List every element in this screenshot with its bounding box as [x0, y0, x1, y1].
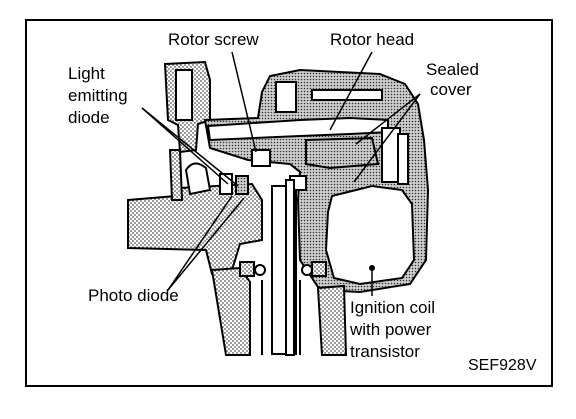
shaft: [251, 149, 307, 356]
coil-leader-dot: [369, 265, 375, 271]
top-terminal: [275, 81, 297, 113]
label-ignition-coil-line3: transistor: [350, 342, 420, 361]
figure-code: SEF928V: [468, 357, 537, 374]
sealed-cover-detail: [381, 127, 409, 185]
label-ignition-coil-line2: with power: [350, 320, 432, 339]
ignition-coil-cavity: [324, 184, 416, 286]
label-sealed-cover-line2: cover: [430, 80, 472, 99]
label-sealed-cover-line1: Sealed: [426, 60, 479, 79]
cap-terminal: [175, 69, 193, 121]
label-led-line3: diode: [68, 108, 110, 127]
label-photo-diode: Photo diode: [88, 286, 179, 305]
leader-lines: [141, 51, 421, 296]
label-ignition-coil-line1: Ignition coil: [350, 298, 436, 317]
label-led-line1: Light: [68, 64, 105, 83]
label-led-line2: emitting: [68, 86, 128, 105]
label-rotor-screw: Rotor screw: [168, 30, 259, 49]
rotor-head-dark: [305, 136, 380, 170]
outer-border: [25, 19, 553, 387]
bearings: [239, 261, 327, 277]
label-rotor-head: Rotor head: [330, 30, 415, 49]
lower-shaft: [261, 280, 301, 355]
